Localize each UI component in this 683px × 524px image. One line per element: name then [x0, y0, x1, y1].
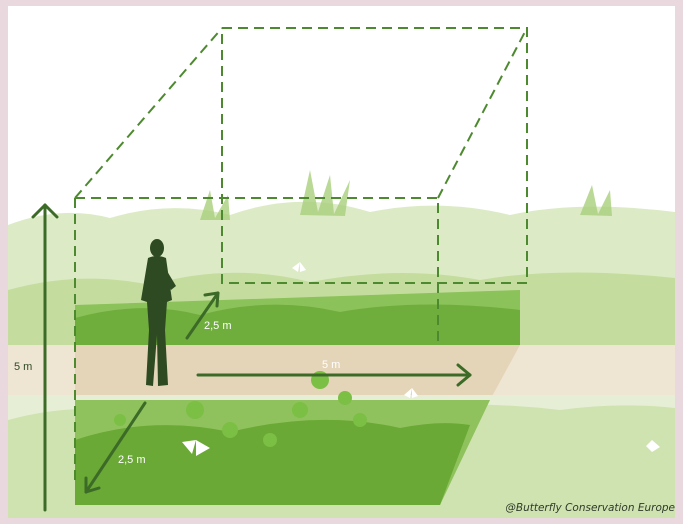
height-label: 5 m [14, 361, 32, 373]
length-label: 5 m [322, 359, 340, 371]
path-inner [75, 345, 520, 400]
inner-grass-back-dark [75, 304, 520, 345]
credit-text: @Butterfly Conservation Europe [505, 502, 675, 514]
depth-back-label: 2,5 m [204, 320, 232, 332]
depth-front-label: 2,5 m [118, 454, 146, 466]
